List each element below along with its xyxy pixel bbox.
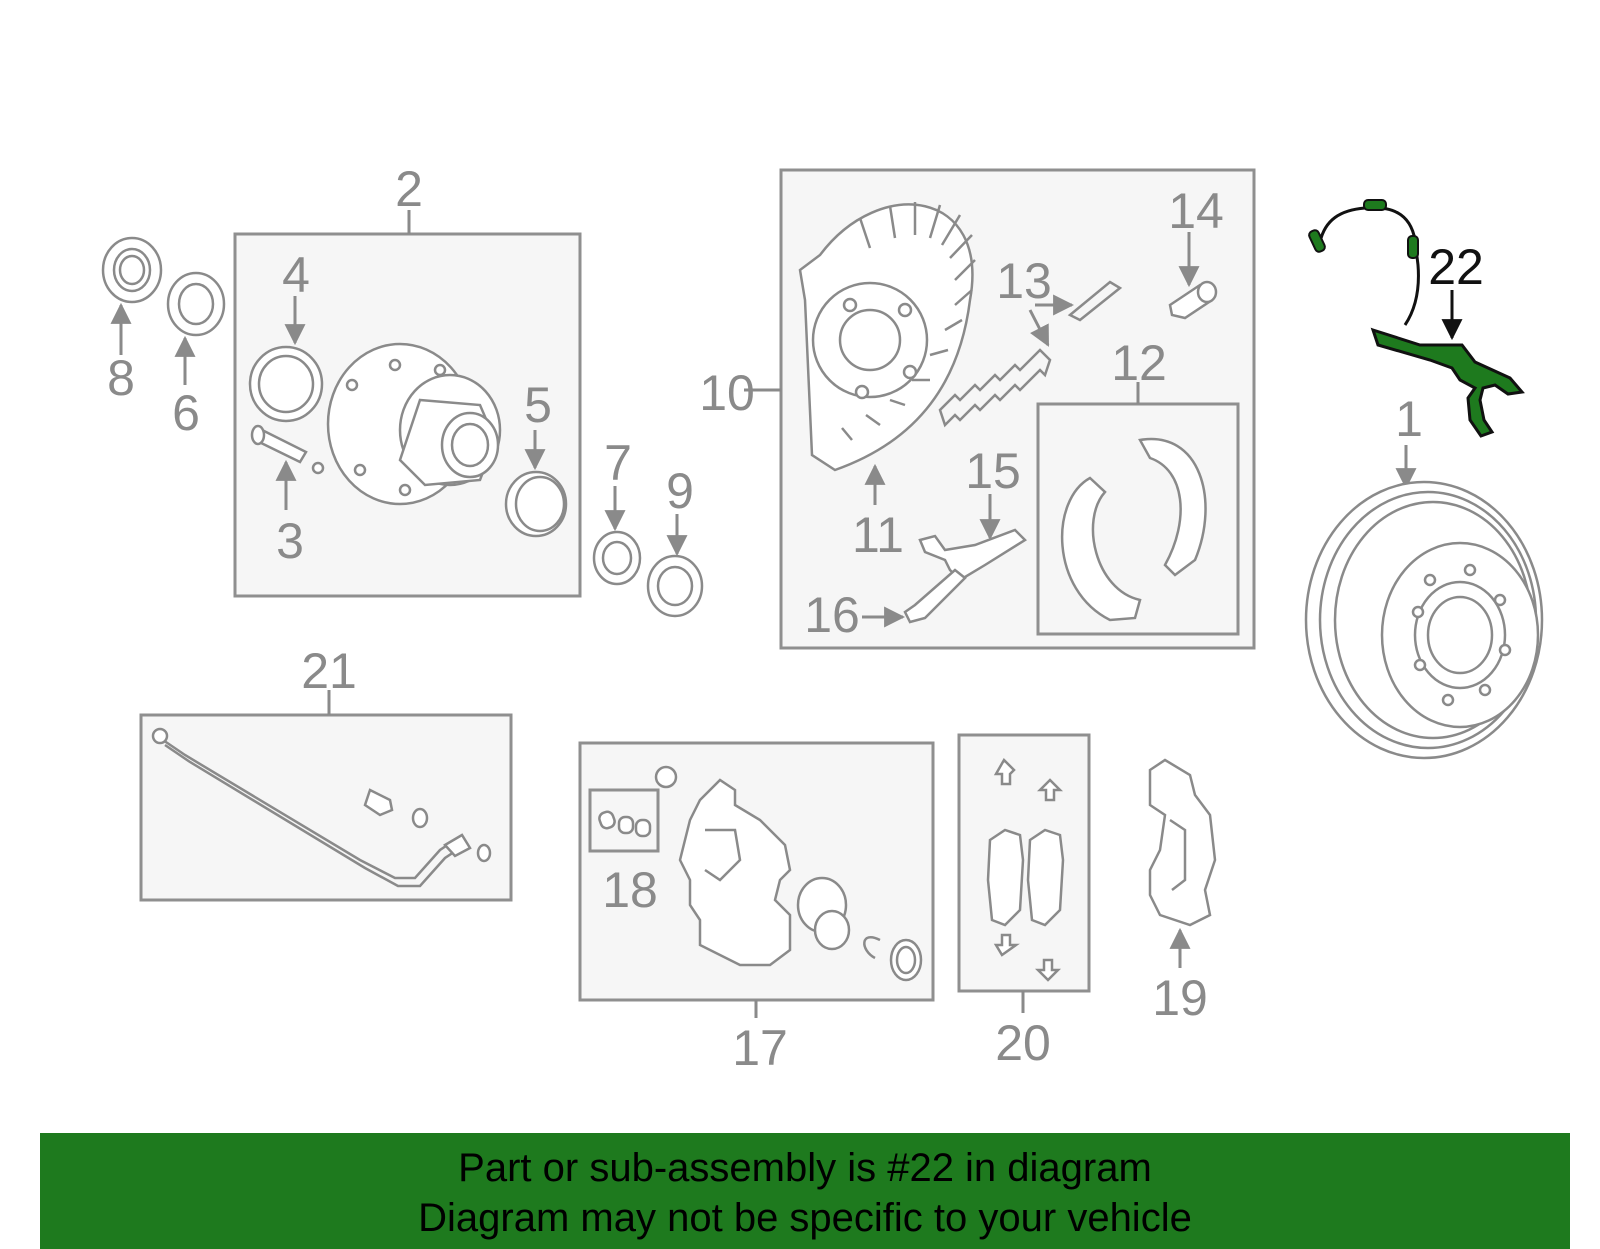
piston[interactable] [796,876,851,951]
callout-4: 4 [282,247,310,303]
seal-kit-18[interactable] [598,810,652,838]
bearing-9[interactable] [646,554,704,618]
callout-2: 2 [395,161,423,217]
banner-line-part: Part or sub-assembly is #22 in diagram [458,1146,1152,1190]
seal-4[interactable] [248,345,324,423]
callout-20: 20 [995,1015,1051,1071]
brake-hose-box [139,713,513,902]
spring-13[interactable] [938,280,1123,428]
callout-19: 19 [1152,970,1208,1026]
wheel-stud-3[interactable] [250,424,325,475]
callout-8: 8 [107,350,135,406]
boot[interactable] [889,938,923,982]
callout-13: 13 [996,253,1052,309]
seal-c [863,936,881,960]
callout-9: 9 [666,463,694,519]
abs-sensor-22[interactable] [1308,199,1525,438]
callout-1: 1 [1395,391,1423,447]
backing-plate-11[interactable] [798,202,976,472]
pad-set-20[interactable] [986,757,1065,982]
brake-rotor-1[interactable] [1304,480,1544,760]
brake-shoe-12[interactable] [1060,437,1207,622]
callout-7: 7 [604,435,632,491]
callout-17: 17 [732,1020,788,1076]
bleeder-cap[interactable] [654,765,678,789]
caliper-bracket-19[interactable] [1148,758,1217,927]
wheel-hub[interactable] [326,342,502,506]
callout-3: 3 [276,513,304,569]
callout-21: 21 [301,643,357,699]
callout-16: 16 [804,587,860,643]
brake-hose-21[interactable] [151,727,492,888]
callout-10: 10 [699,365,755,421]
callout-11: 11 [852,507,904,563]
lever-15[interactable] [918,528,1027,582]
seal-8[interactable] [101,236,163,304]
bearing-7[interactable] [592,530,642,586]
strut-16[interactable] [903,568,967,624]
info-banner: Part or sub-assembly is #22 in diagram D… [40,1133,1570,1249]
callout-15: 15 [965,443,1021,499]
callout-14: 14 [1168,183,1224,239]
callout-18: 18 [602,862,658,918]
callout-12: 12 [1111,335,1167,391]
callout-22: 22 [1428,239,1484,295]
callout-6: 6 [172,385,200,441]
leader-13b [1028,309,1050,347]
seal-5[interactable] [504,470,568,538]
adjuster-14[interactable] [1168,280,1218,320]
banner-line-disclaimer: Diagram may not be specific to your vehi… [418,1196,1192,1240]
callout-5: 5 [524,377,552,433]
caliper-17[interactable] [678,778,792,967]
seal-6[interactable] [166,271,226,337]
